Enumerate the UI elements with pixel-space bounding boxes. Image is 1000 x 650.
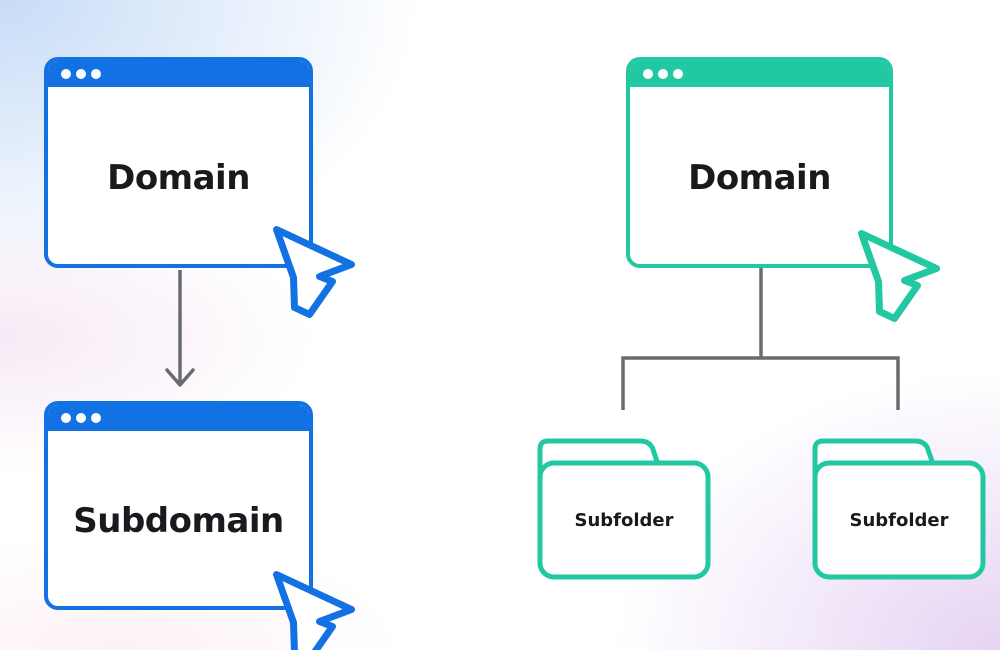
window-dot-icon <box>91 69 101 79</box>
window-titlebar <box>630 61 889 87</box>
window-dot-icon <box>673 69 683 79</box>
folder-icon <box>537 438 711 580</box>
window-dot-icon <box>61 69 71 79</box>
window-dot-icon <box>658 69 668 79</box>
window-dot-icon <box>643 69 653 79</box>
subfolder-left: Subfolder <box>540 463 708 577</box>
branch-connector-icon <box>621 268 900 410</box>
window-content: Domain <box>630 91 889 264</box>
subfolder-label: Subfolder <box>574 509 674 531</box>
domain-window-left: Domain <box>44 57 313 268</box>
window-content: Domain <box>48 91 309 264</box>
window-dot-icon <box>76 69 86 79</box>
window-dot-icon <box>61 413 71 423</box>
subdomain-window: Subdomain <box>44 401 313 610</box>
window-titlebar <box>48 405 309 431</box>
window-dot-icon <box>76 413 86 423</box>
subfolder-right: Subfolder <box>815 463 983 577</box>
subdomain-label: Subdomain <box>73 500 284 541</box>
subfolder-label: Subfolder <box>849 509 949 531</box>
cursor-icon <box>858 230 940 322</box>
folder-icon <box>812 438 986 580</box>
cursor-icon <box>273 571 355 650</box>
window-content: Subdomain <box>48 435 309 606</box>
domain-label: Domain <box>107 157 250 198</box>
domain-window-right: Domain <box>626 57 893 268</box>
arrow-down-icon <box>165 270 195 387</box>
window-titlebar <box>48 61 309 87</box>
domain-label: Domain <box>688 157 831 198</box>
cursor-icon <box>273 226 355 318</box>
window-dot-icon <box>91 413 101 423</box>
